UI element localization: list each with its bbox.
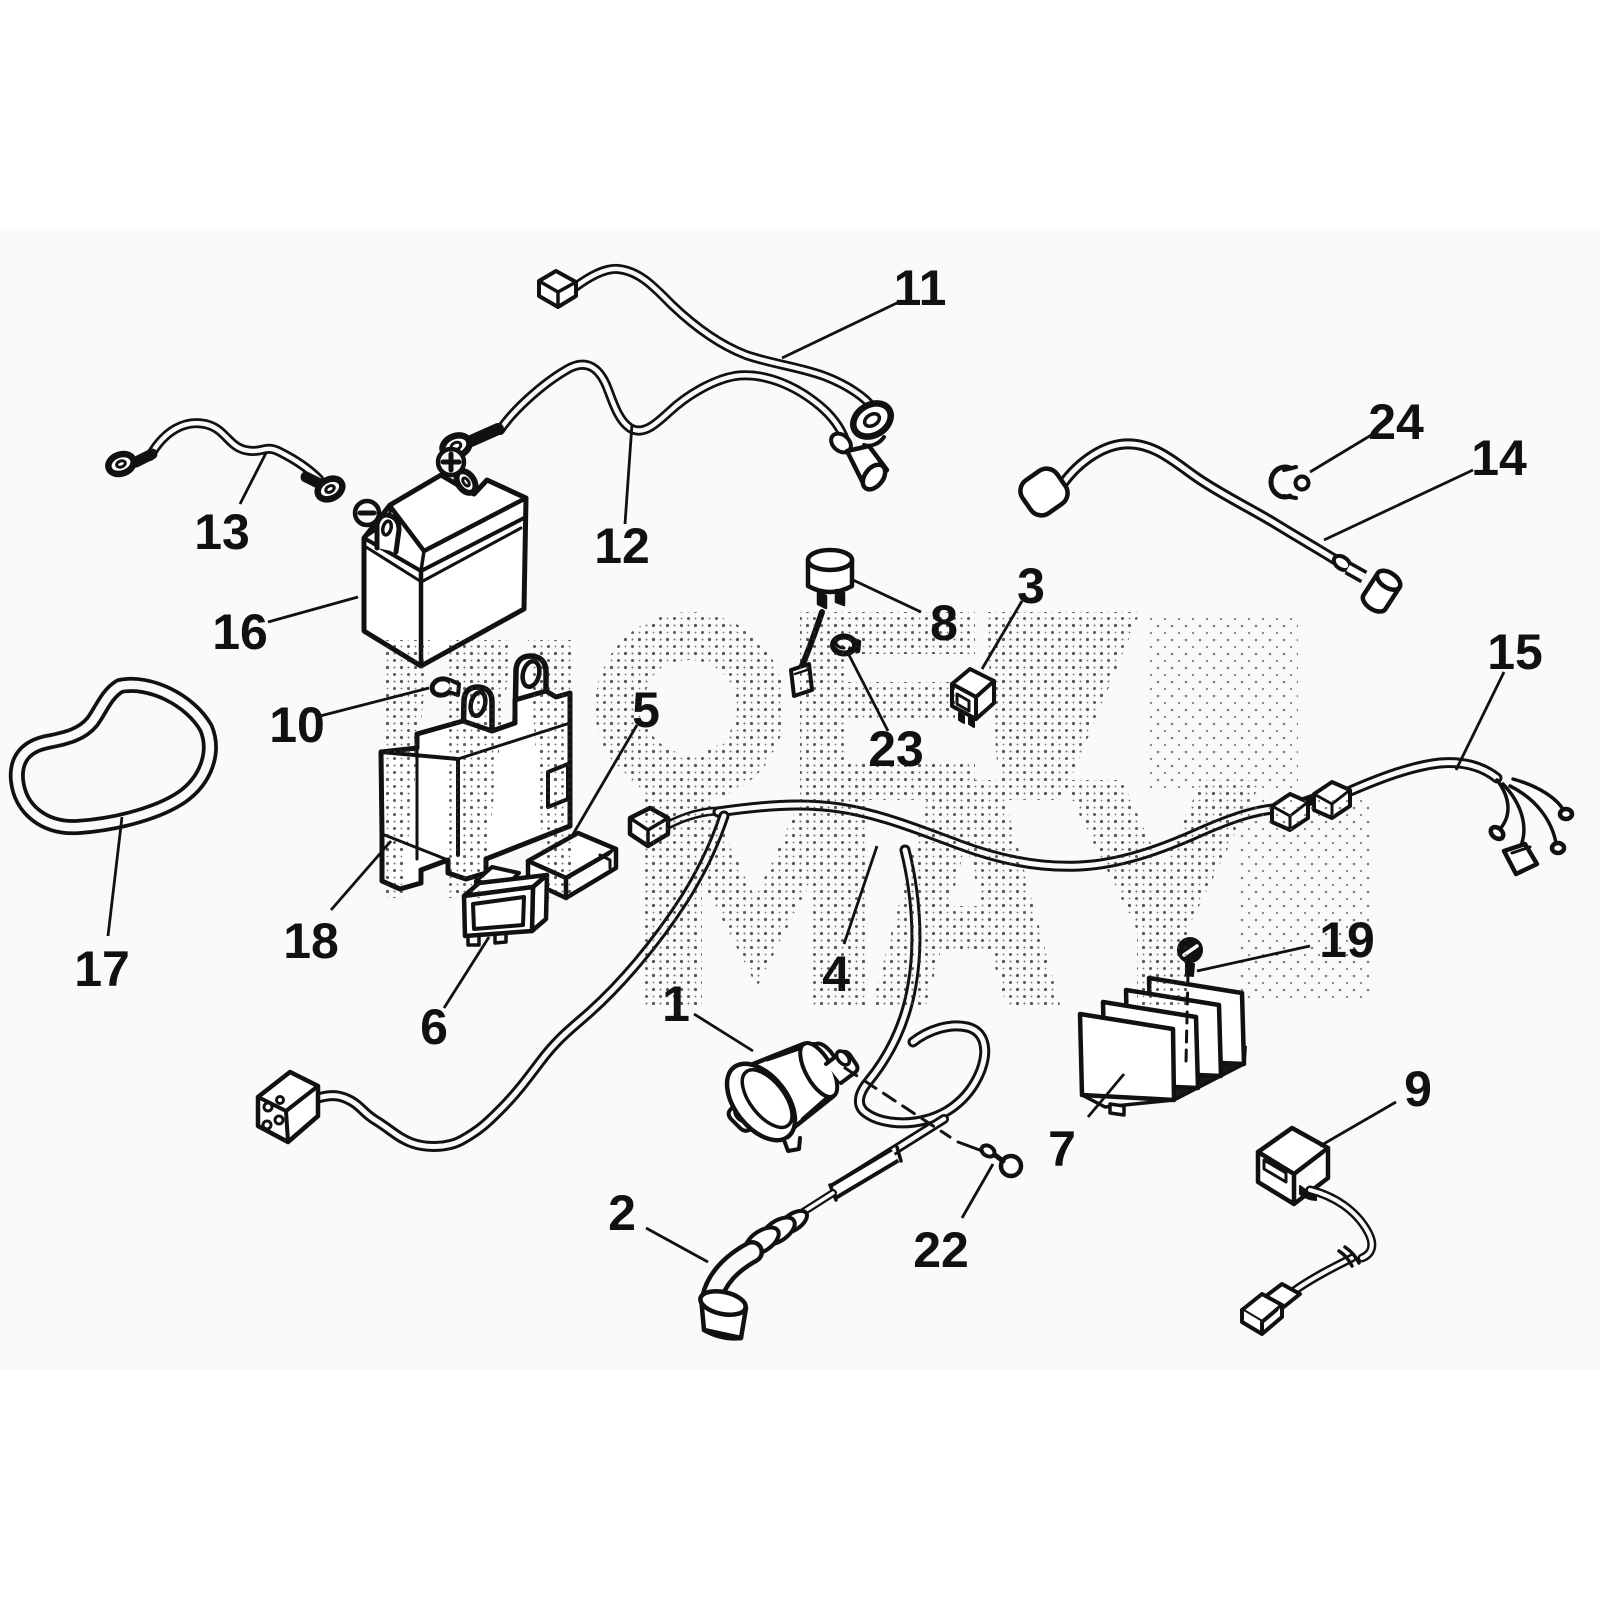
svg-text:4: 4 <box>822 946 850 1002</box>
svg-text:3: 3 <box>1017 558 1045 614</box>
svg-text:18: 18 <box>283 913 339 969</box>
svg-text:10: 10 <box>269 697 325 753</box>
svg-text:6: 6 <box>420 999 448 1055</box>
svg-text:24: 24 <box>1368 394 1424 450</box>
svg-text:17: 17 <box>74 941 130 997</box>
svg-text:23: 23 <box>868 721 924 777</box>
svg-text:14: 14 <box>1471 430 1527 486</box>
svg-text:12: 12 <box>594 518 650 574</box>
svg-text:9: 9 <box>1404 1061 1432 1117</box>
svg-text:13: 13 <box>194 504 250 560</box>
svg-text:7: 7 <box>1048 1121 1076 1177</box>
svg-text:19: 19 <box>1319 912 1375 968</box>
svg-text:1: 1 <box>662 976 690 1032</box>
svg-text:16: 16 <box>212 604 268 660</box>
svg-text:11: 11 <box>894 260 947 316</box>
svg-text:22: 22 <box>913 1222 969 1278</box>
svg-text:8: 8 <box>930 595 958 651</box>
svg-text:2: 2 <box>608 1185 636 1241</box>
svg-text:5: 5 <box>632 682 660 738</box>
svg-text:15: 15 <box>1487 624 1543 680</box>
